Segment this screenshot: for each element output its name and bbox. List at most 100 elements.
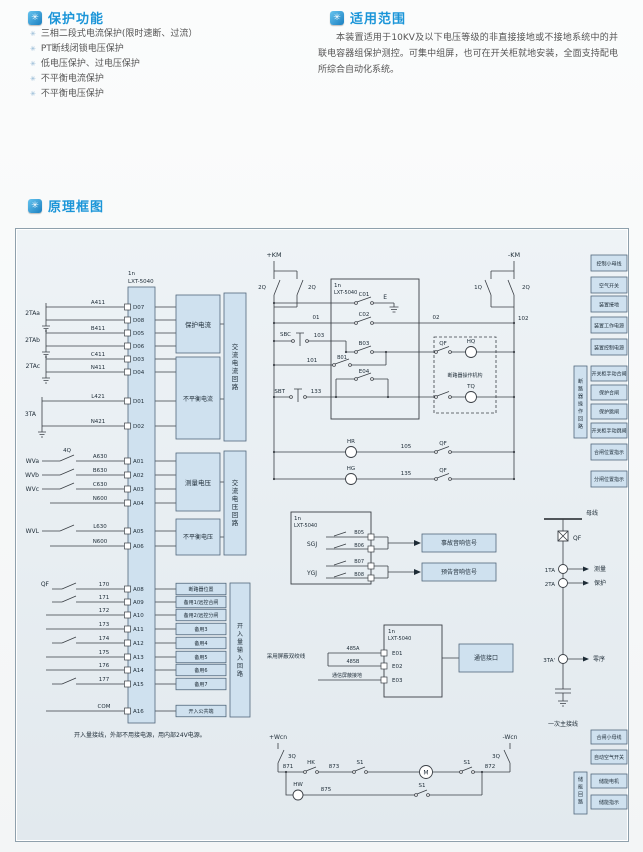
right-label: 控制小母线 <box>596 261 621 268</box>
unbalance-current-block <box>175 356 221 440</box>
op-loop-label: 断路器操作回路 <box>578 378 583 430</box>
pin-label: A10 <box>133 613 144 619</box>
vt-source-label: WVa <box>26 458 40 465</box>
bullet-icon: ✳ <box>30 90 36 98</box>
binary-qf-label: QF <box>41 581 50 588</box>
s1-contact-label: S1 <box>357 760 364 766</box>
wire-label: 02 <box>433 315 440 321</box>
qf-contact-label: QF <box>439 468 447 474</box>
wire-label: 01 <box>313 315 320 321</box>
right-label: 分闸位置指示 <box>594 476 624 483</box>
wire-label: C411 <box>91 352 105 358</box>
wire-label: 485B <box>347 659 361 665</box>
sbt-label: SBT <box>274 389 285 395</box>
binary-note: 开入量接线，外部不用接电源，用内部24V电源。 <box>74 731 206 739</box>
schematic: 1n LXT-5040 D07 D08 D05 D06 D03 D04 D01 … <box>25 251 628 815</box>
protection-title: 保护功能 <box>48 12 105 27</box>
wire-label: 485A <box>347 646 361 652</box>
contact-label: B03 <box>359 341 370 347</box>
schematic-frame: 1n LXT-5040 D07 D08 D05 D06 D03 D04 D01 … <box>15 228 629 842</box>
wcn-neg-label: -Wcn <box>503 734 518 741</box>
binary-row-label: 备用4 <box>194 640 207 647</box>
bullet-icon: ✳ <box>30 45 36 53</box>
q-switch-label: 2Q <box>308 285 316 291</box>
wire-label: 170 <box>99 582 110 588</box>
hr-lamp-label: HR <box>347 439 355 445</box>
wire-label: A411 <box>91 300 105 306</box>
list-item: ✳三相二段式电流保护(限时速断、过流） <box>30 27 197 42</box>
right-label: 装置控制电源 <box>594 345 624 352</box>
pin-label: A14 <box>133 668 144 674</box>
wire-label: 174 <box>99 636 110 642</box>
protect-arrow-label: 保护 <box>594 579 606 587</box>
vt-source-label: WVc <box>26 486 39 493</box>
pin-label: A13 <box>133 655 144 661</box>
pin-label: A08 <box>133 587 144 593</box>
sgj-relay-label: SGJ <box>307 541 317 548</box>
q-switch-label: 2Q <box>522 285 530 291</box>
device-model-label: LXT-5040 <box>294 523 317 529</box>
binary-row-label: 备用1/远控合闸 <box>184 599 219 606</box>
right-label: 开关柜手动跳闸 <box>591 428 626 435</box>
ct-1ta-label: 1TA <box>545 568 555 574</box>
protection-item: 三相二段式电流保护(限时速断、过流） <box>40 29 198 39</box>
wire-label: L421 <box>91 394 105 400</box>
vt-source-label: WVb <box>25 472 39 479</box>
contact-label: B01 <box>337 355 347 361</box>
contact-label: C02 <box>359 312 370 318</box>
motor-label: M <box>423 770 428 777</box>
protection-item: 低电压保护、过电压保护 <box>40 59 140 69</box>
measure-arrow-label: 测量 <box>594 565 606 573</box>
ct-2ta-symbol <box>558 578 568 588</box>
hg-lamp-label: HG <box>347 466 355 472</box>
wire-label: A630 <box>93 454 108 460</box>
unbalance-current-label: 不平衡电流 <box>183 395 213 403</box>
device-model-label: LXT-5040 <box>388 636 411 642</box>
wire-label: 103 <box>314 333 325 339</box>
protection-item: 不平衡电压保护 <box>40 89 104 99</box>
busbar-label: 母线 <box>586 509 598 517</box>
ygj-relay-label: YGJ <box>306 570 317 577</box>
wire-label: 105 <box>401 444 412 450</box>
protect-current-label: 保护电流 <box>185 320 212 329</box>
q-switch-label: 2Q <box>258 285 266 291</box>
wire-label: 177 <box>99 677 110 683</box>
wire-label: N421 <box>91 419 106 425</box>
binary-row-label: 断路器位置 <box>188 586 213 593</box>
gear-icon: ✳ <box>28 10 42 25</box>
qf-contact-label: QF <box>439 441 447 447</box>
wire-label: 175 <box>99 650 110 656</box>
wire-label: N600 <box>93 539 108 545</box>
q-switch-label: 3Q <box>492 754 500 760</box>
unbalance-voltage-label: 不平衡电压 <box>183 533 213 541</box>
storage-label-boxes <box>573 729 628 815</box>
binary-row-label: 备用7 <box>194 681 207 688</box>
pin-label: A05 <box>133 529 144 535</box>
tq-coil-label: TQ <box>466 384 475 390</box>
wires <box>38 261 583 796</box>
earth-label: E <box>383 294 387 301</box>
pin-label: A06 <box>133 544 144 550</box>
vt-source-label: WVL <box>26 528 40 535</box>
pin-label: E02 <box>392 664 402 670</box>
list-item: ✳ 不平衡电流保护 <box>30 72 197 87</box>
bullet-icon: ✳ <box>30 75 36 83</box>
scope-title: 适用范围 <box>350 12 407 27</box>
storage-label: 储能指示 <box>599 799 619 806</box>
shield-ground-label: 通信屏蔽接地 <box>332 672 362 679</box>
wcn-pos-label: +Wcn <box>269 734 287 741</box>
pin-label: A15 <box>133 682 144 688</box>
protection-item: 不平衡电流保护 <box>40 74 104 84</box>
bullet-icon: ✳ <box>30 60 36 68</box>
q-switch-label: 1Q <box>474 285 482 291</box>
pin-label: A11 <box>133 627 144 633</box>
primary-symbols <box>557 530 589 664</box>
scope-body: 本装置适用于10KV及以下电压等级的非直接接地或不接地系统中的并联电容器组保护测… <box>318 33 618 75</box>
ct-1ta-symbol <box>558 564 568 574</box>
ct-source-label: 2TAc <box>26 363 40 370</box>
wire-label: C630 <box>93 482 108 488</box>
ac-voltage-loop-label: 交流电压回路 <box>232 478 239 527</box>
wire-label: B630 <box>93 468 108 474</box>
contacts-and-coils <box>272 301 516 801</box>
